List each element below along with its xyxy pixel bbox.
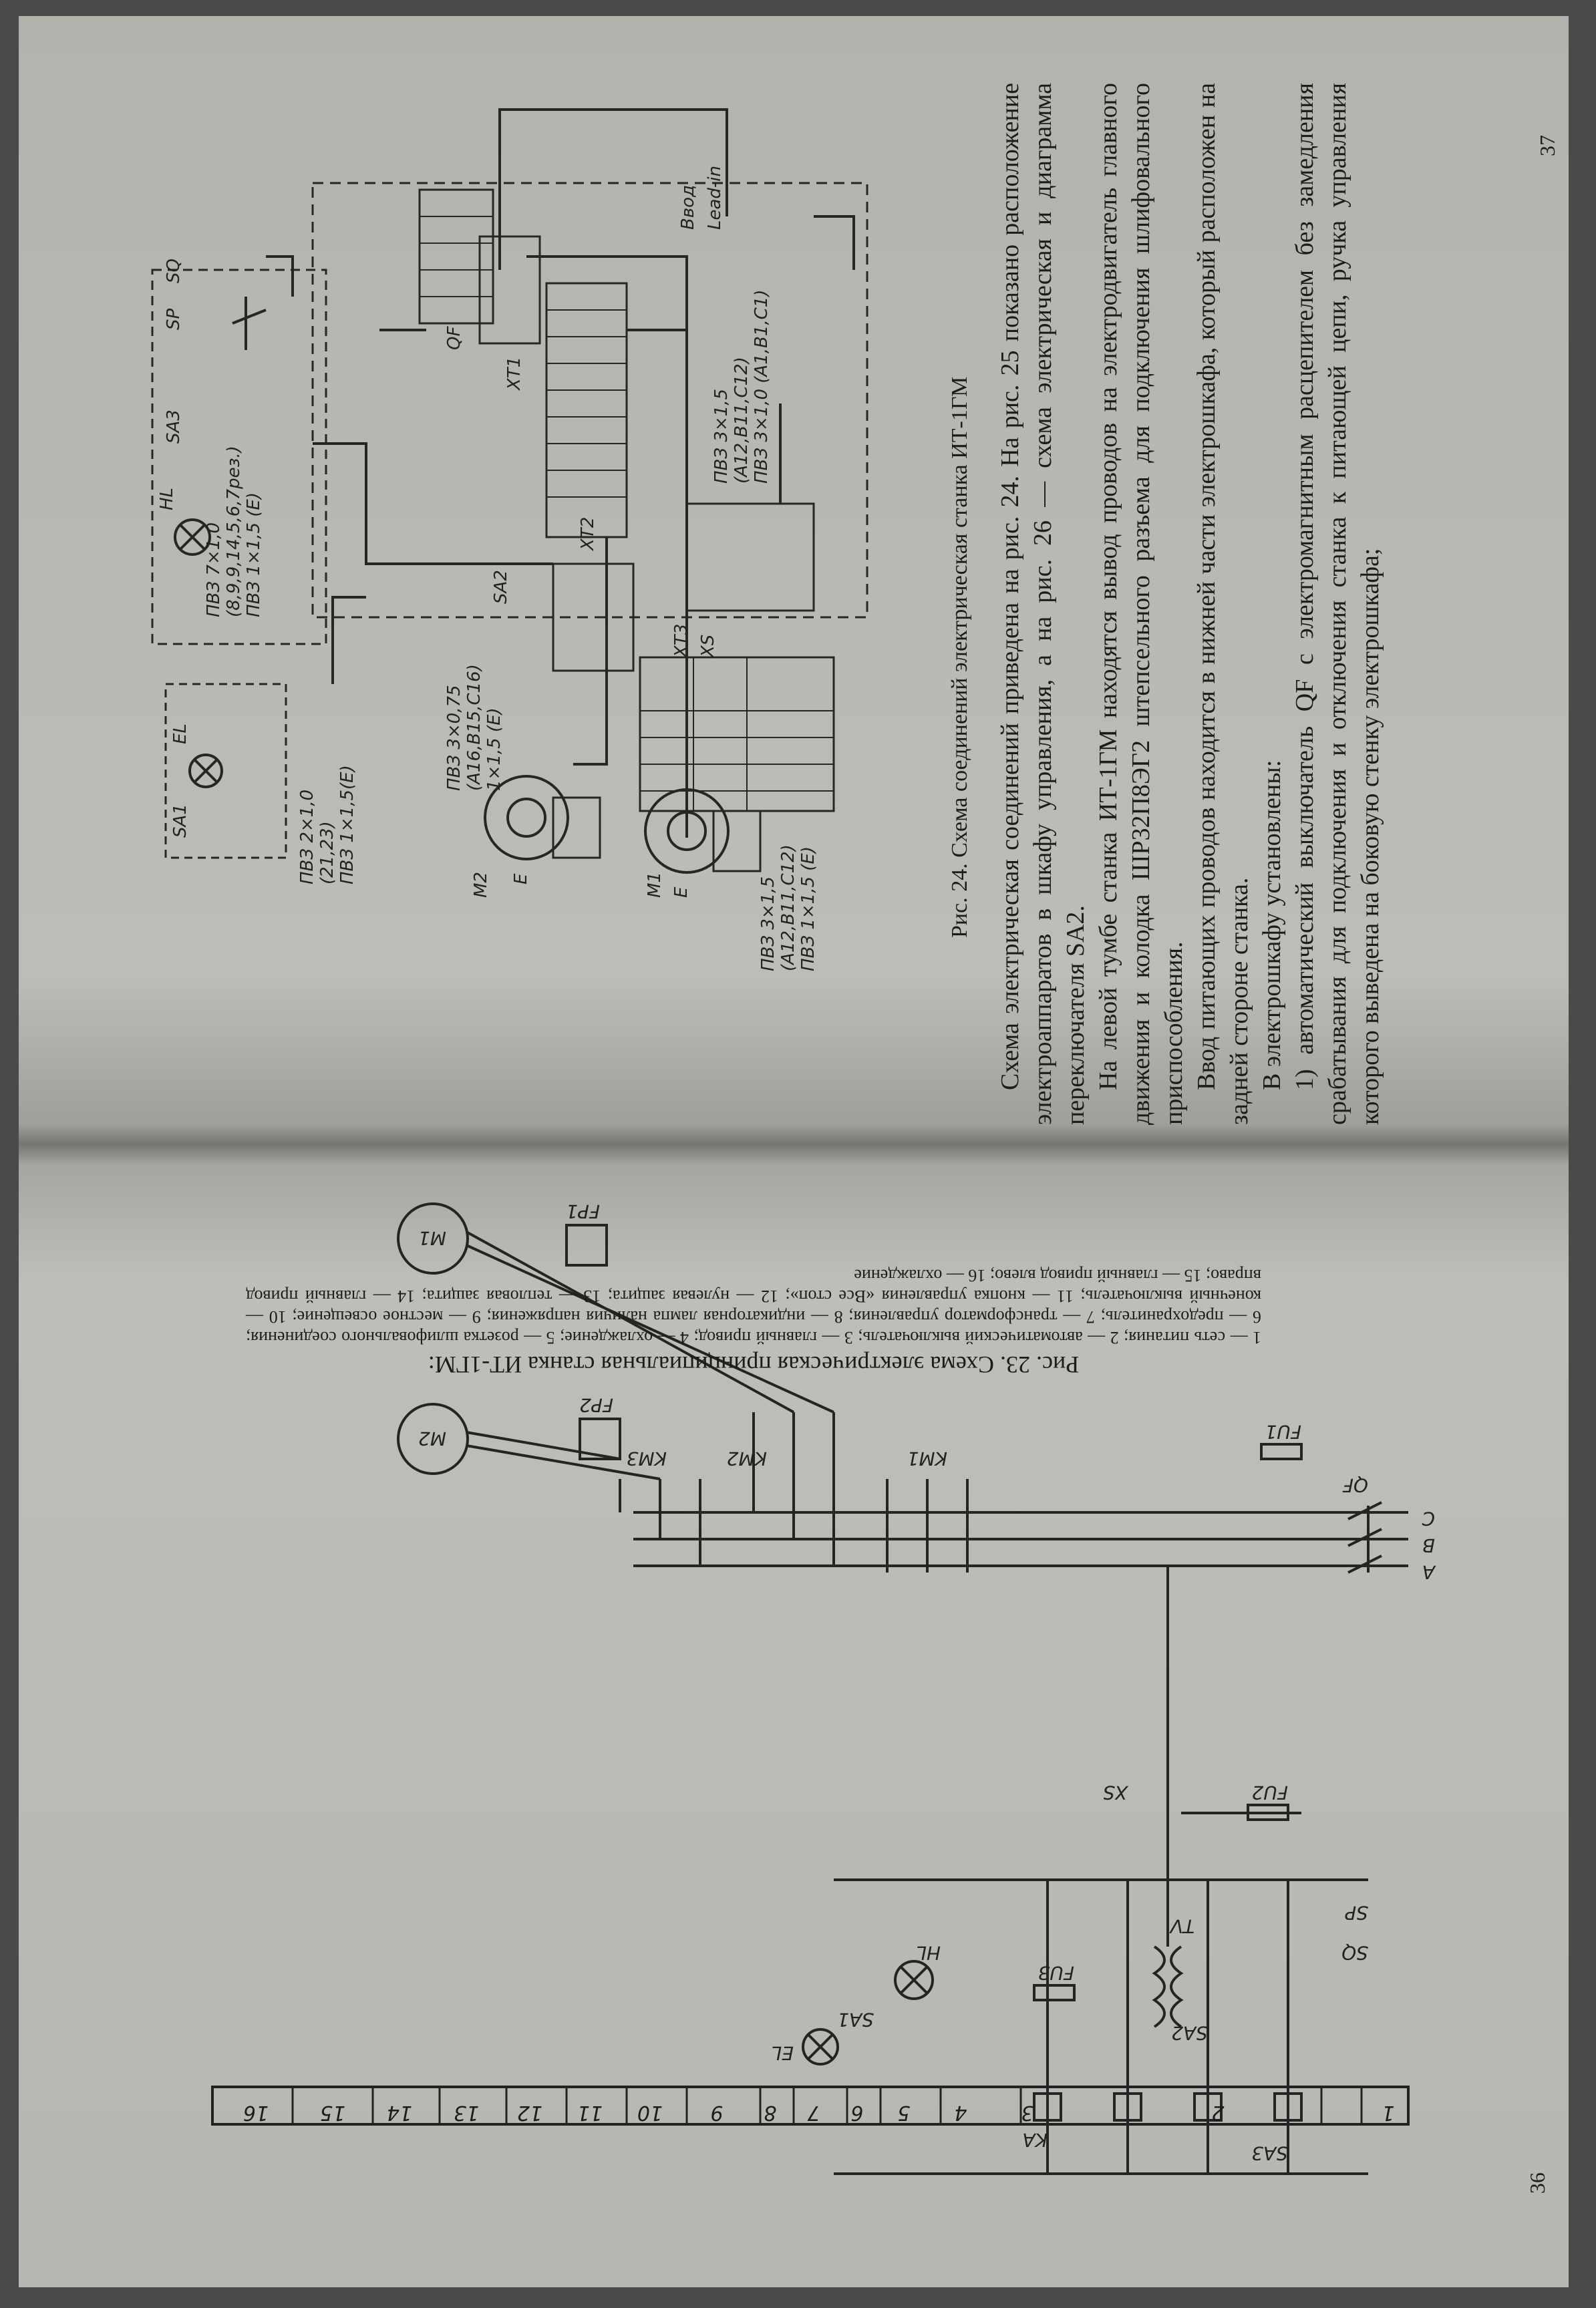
zone-9: 9 bbox=[710, 2101, 724, 2124]
zone-10: 10 bbox=[637, 2101, 663, 2124]
fig23-m1-label: M1 bbox=[418, 1227, 446, 1249]
zone-1: 1 bbox=[1382, 2101, 1395, 2124]
fig24-cable-4: ПВЗ 3×1,5 bbox=[758, 876, 778, 971]
zone-numbers: 1 2 3 4 5 6 7 8 9 10 11 12 13 14 15 16 bbox=[212, 2087, 1408, 2124]
fig24-sp-label: SP bbox=[164, 308, 184, 330]
fig23-sp-label: SP bbox=[1345, 1902, 1368, 1924]
fig23-fu3-label: FU3 bbox=[1038, 1962, 1074, 1984]
fig24-cable-3b: (А16,В15,С16) bbox=[464, 664, 484, 791]
fig24-m2-ground-label: E bbox=[511, 873, 531, 884]
fig23-sa1-label: SA1 bbox=[837, 2009, 874, 2031]
fig24-sa1-label: SA1 bbox=[170, 804, 190, 838]
fig24-cable-4b: (А12,В11,С12) bbox=[778, 844, 798, 971]
zone-6: 6 bbox=[850, 2101, 864, 2124]
fig24-m1-label: M1 bbox=[645, 872, 665, 898]
zone-strip bbox=[211, 2086, 1410, 2126]
fig23-km2-label: KM2 bbox=[727, 1448, 767, 1470]
fig24-el-label: EL bbox=[170, 723, 190, 744]
zone-8: 8 bbox=[764, 2101, 777, 2124]
fig24-cable-5b: (А12,В11,С12) bbox=[732, 357, 752, 484]
fig24-qf-label: QF bbox=[444, 326, 464, 350]
fig23-el-label: EL bbox=[772, 2042, 794, 2064]
fig24-cable-5: ПВЗ 3×1,5 bbox=[711, 389, 732, 484]
fig23-phase-c: C bbox=[1422, 1508, 1435, 1530]
fig24-cable-4c: ПВЗ 1×1,5 (Е) bbox=[798, 846, 818, 971]
fig23-sa3-label: SA3 bbox=[1251, 2142, 1288, 2164]
zone-16: 16 bbox=[243, 2101, 269, 2124]
figure-23-schematic: QF KM1 KM2 KM3 M2 M1 FP2 FP1 TV FU2 FU1 … bbox=[211, 1200, 1436, 2175]
paragraph-1: Схема электрическая соединений приведена… bbox=[996, 83, 1090, 1125]
fig24-cable-5c: ПВЗ 3×1,0 (А1,В1,С1) bbox=[752, 290, 772, 484]
fig24-cable-2: ПВЗ 2×1,0 bbox=[297, 790, 317, 884]
fig24-cable-1c: ПВЗ 1×1,5 (Е) bbox=[244, 492, 264, 617]
fig24-sa3-label: SA3 bbox=[164, 409, 184, 444]
zone-15: 15 bbox=[319, 2101, 346, 2124]
fig23-phase-b: B bbox=[1422, 1534, 1435, 1556]
fig24-cable-1: ПВЗ 7×1,0 bbox=[204, 522, 224, 617]
paragraph-4: В электрошкафу установлены: bbox=[1258, 760, 1286, 1090]
book-spread: Ввод Lead-in QF ХТ1 ХТ2 ХТ3 XS SA2 SA3 H… bbox=[19, 16, 1569, 2287]
fig24-m2-label: M2 bbox=[471, 872, 491, 898]
fig23-xs-label: XS bbox=[1103, 1782, 1129, 1804]
fig23-fu1-label: FU1 bbox=[1265, 1421, 1301, 1443]
fig23-km1-label: KM1 bbox=[907, 1448, 947, 1470]
fig24-hl-label: HL bbox=[157, 488, 177, 510]
fig23-fp2-label: FP2 bbox=[579, 1394, 613, 1416]
fig23-fu2-label: FU2 bbox=[1252, 1782, 1288, 1804]
page-number-37: 37 bbox=[1535, 135, 1559, 156]
fig23-phase-a: A bbox=[1422, 1561, 1436, 1583]
fig24-sa2-label: SA2 bbox=[491, 570, 511, 604]
fig23-sa2-label: SA2 bbox=[1171, 2022, 1208, 2044]
paragraph-3: Ввод питающих проводов находится в нижне… bbox=[1192, 83, 1253, 1125]
zone-13: 13 bbox=[453, 2101, 480, 2124]
fig24-m1-ground-label: E bbox=[671, 886, 691, 898]
fig24-cable-1b: (8,9,9,14,5,6,7рез.) bbox=[224, 446, 244, 617]
zone-14: 14 bbox=[386, 2101, 413, 2124]
book-gutter bbox=[19, 1125, 1569, 1165]
figure-23-title: Рис. 23. Схема электрическая принципиаль… bbox=[428, 1351, 1080, 1378]
fig24-xt1-label: ХТ1 bbox=[504, 357, 524, 391]
fig23-tv-label: TV bbox=[1169, 1915, 1194, 1937]
fig23-sq-label: SQ bbox=[1341, 1942, 1368, 1964]
fig23-fp1-label: FP1 bbox=[566, 1200, 600, 1222]
fig23-qf-label: QF bbox=[1342, 1474, 1368, 1496]
page-37-body-text: Схема электрическая соединений приведена… bbox=[994, 83, 1387, 1125]
paragraph-2: На левой тумбе станка ИТ-1ГМ находятся в… bbox=[1094, 83, 1188, 1125]
paragraph-5: 1) автоматический выключатель QF с элект… bbox=[1291, 83, 1384, 1125]
page-number-36: 36 bbox=[1525, 2172, 1549, 2194]
figure-23-legend: 1 — сеть питания; 2 — автоматический вык… bbox=[246, 1266, 1261, 1347]
fig23-hl-label: HL bbox=[916, 1942, 941, 1964]
zone-4: 4 bbox=[954, 2101, 967, 2124]
figure-23-caption: Рис. 23. Схема электрическая принципиаль… bbox=[246, 1265, 1261, 1378]
fig24-cable-2c: ПВЗ 1×1,5(Е) bbox=[337, 765, 357, 884]
zone-3: 3 bbox=[1021, 2101, 1034, 2124]
fig24-xs-label: XS bbox=[698, 635, 718, 659]
zone-12: 12 bbox=[516, 2101, 543, 2124]
fig24-cable-2b: (21,23) bbox=[317, 821, 337, 884]
fig24-cable-3c: 1×1,5 (Е) bbox=[484, 707, 504, 791]
fig23-km3-label: KM3 bbox=[627, 1448, 667, 1470]
figure-24-caption: Рис. 24. Схема соединений электрическая … bbox=[947, 376, 972, 938]
fig24-cable-3: ПВЗ 3×0,75 bbox=[444, 685, 464, 791]
fig23-m2-label: M2 bbox=[418, 1428, 446, 1450]
fig24-lead-in-ru: Ввод bbox=[678, 185, 698, 230]
zone-2: 2 bbox=[1211, 2101, 1225, 2124]
zone-7: 7 bbox=[807, 2101, 820, 2124]
fig23-ka-label: KA bbox=[1022, 2129, 1048, 2151]
figure-24-wiring-diagram: Ввод Lead-in QF ХТ1 ХТ2 ХТ3 XS SA2 SA3 H… bbox=[151, 108, 868, 971]
fig24-sq-label: SQ bbox=[164, 259, 184, 283]
zone-5: 5 bbox=[897, 2101, 911, 2124]
fig24-lead-in-en: Lead-in bbox=[705, 166, 725, 230]
page-37 bbox=[19, 16, 1569, 1145]
fig24-xt2-label: ХТ2 bbox=[578, 517, 598, 552]
zone-11: 11 bbox=[577, 2101, 603, 2124]
fig24-xt3-label: ХТ3 bbox=[671, 624, 691, 659]
